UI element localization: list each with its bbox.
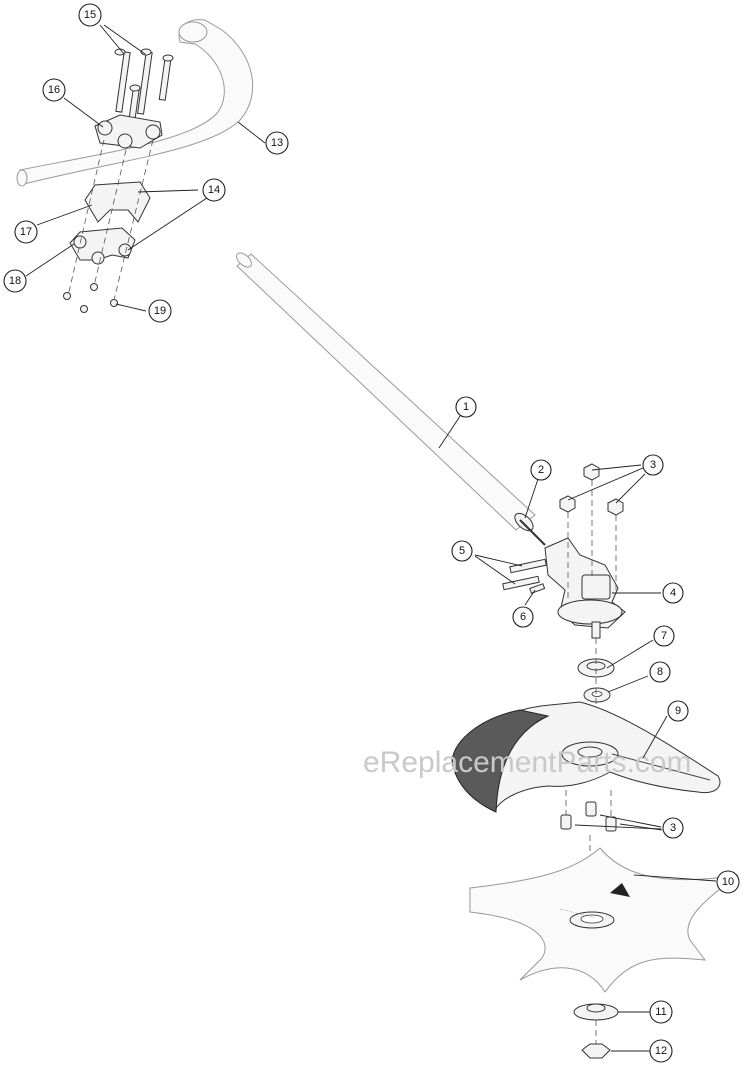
screw [137, 51, 153, 115]
handlebar-grip-end [178, 21, 208, 43]
guard-rib [611, 753, 711, 781]
nut [607, 498, 624, 516]
svg-text:2: 2 [538, 464, 544, 476]
clamp-boss [145, 124, 161, 140]
blade-retainer [573, 1003, 619, 1059]
callout-15: 15 [78, 3, 102, 27]
nut [80, 305, 88, 313]
handlebar-tube-end [16, 169, 28, 187]
callout-3-bottom: 3 [662, 817, 684, 839]
blade-guard [451, 701, 721, 813]
callout-14: 14 [202, 178, 226, 202]
svg-text:12: 12 [655, 1045, 667, 1057]
svg-text:19: 19 [154, 305, 166, 317]
nut [110, 299, 118, 307]
clamp-boss [118, 243, 132, 257]
leader-lines [25, 24, 717, 1052]
blade-arbor-hole [580, 914, 604, 924]
svg-text:15: 15 [84, 9, 96, 21]
svg-text:10: 10 [722, 876, 734, 888]
nut [559, 495, 576, 513]
clamp-half-upper [84, 181, 151, 223]
bolt [560, 814, 572, 830]
shaft-tube [236, 253, 536, 531]
bolt [585, 801, 597, 817]
svg-text:7: 7 [661, 630, 667, 642]
bearing-washer [577, 638, 615, 745]
retainer-hub [586, 1003, 606, 1013]
callout-4: 4 [662, 582, 684, 604]
callout-13: 13 [265, 131, 289, 155]
screw-head [140, 48, 152, 56]
clamp-boss [117, 133, 133, 149]
clamp-boss [91, 251, 105, 265]
washer-hole [591, 691, 603, 697]
bolt [605, 816, 617, 832]
nut [63, 292, 71, 300]
screw [502, 575, 540, 591]
gear-head-assembly [502, 463, 626, 639]
svg-text:4: 4 [670, 587, 676, 599]
shaft-end [236, 252, 252, 268]
svg-text:14: 14 [208, 184, 220, 196]
svg-text:3: 3 [650, 459, 656, 471]
svg-text:17: 17 [20, 226, 32, 238]
callout-2: 2 [530, 459, 552, 481]
callout-8: 8 [649, 661, 671, 683]
callout-18: 18 [3, 269, 27, 293]
callout-16: 16 [42, 78, 66, 102]
screw [509, 558, 547, 574]
callout-19: 19 [148, 299, 172, 323]
callout-1: 1 [455, 396, 477, 418]
guard-shield [451, 709, 550, 813]
screw [115, 51, 131, 113]
screw [158, 57, 172, 101]
gear-head-flange [557, 599, 623, 625]
svg-text:5: 5 [459, 545, 465, 557]
callout-12: 12 [649, 1039, 673, 1063]
callout-9: 9 [667, 700, 689, 722]
callout-6: 6 [512, 606, 534, 628]
watermark: eReplacementParts.com [363, 746, 691, 779]
callout-5: 5 [451, 540, 473, 562]
svg-text:9: 9 [675, 705, 681, 717]
nut [583, 463, 600, 481]
guard-hub-inner [577, 746, 603, 758]
clamp-boss [97, 120, 113, 136]
output-spindle [591, 621, 601, 639]
nut [581, 1043, 611, 1059]
clamp-boss [73, 235, 87, 249]
cutting-blade: — — — — — — — [469, 847, 739, 993]
svg-text:16: 16 [48, 84, 60, 96]
drive-shaft [236, 252, 536, 532]
screw-head [162, 54, 174, 62]
callout-3-top: 3 [642, 454, 664, 476]
svg-text:1: 1 [463, 401, 469, 413]
callout-11: 11 [649, 1000, 673, 1024]
handle-assembly [16, 19, 254, 313]
svg-text:8: 8 [657, 666, 663, 678]
gear-head-top [581, 574, 611, 600]
screw-head [129, 84, 141, 92]
nut [90, 283, 98, 291]
svg-text:6: 6 [520, 611, 526, 623]
callout-7: 7 [653, 625, 675, 647]
shaft-end [514, 512, 534, 532]
svg-text:13: 13 [271, 137, 283, 149]
inner-drive-shaft [519, 519, 546, 546]
clamp-half-lower [69, 227, 136, 261]
callout-10: 10 [716, 870, 740, 894]
screw-small [529, 583, 546, 594]
svg-text:3: 3 [670, 822, 676, 834]
screws-group [114, 48, 174, 123]
upper-clamp [94, 114, 163, 149]
svg-text:11: 11 [655, 1006, 666, 1018]
callout-17: 17 [14, 220, 38, 244]
svg-text:18: 18 [9, 275, 21, 287]
warning-icon [610, 883, 630, 897]
